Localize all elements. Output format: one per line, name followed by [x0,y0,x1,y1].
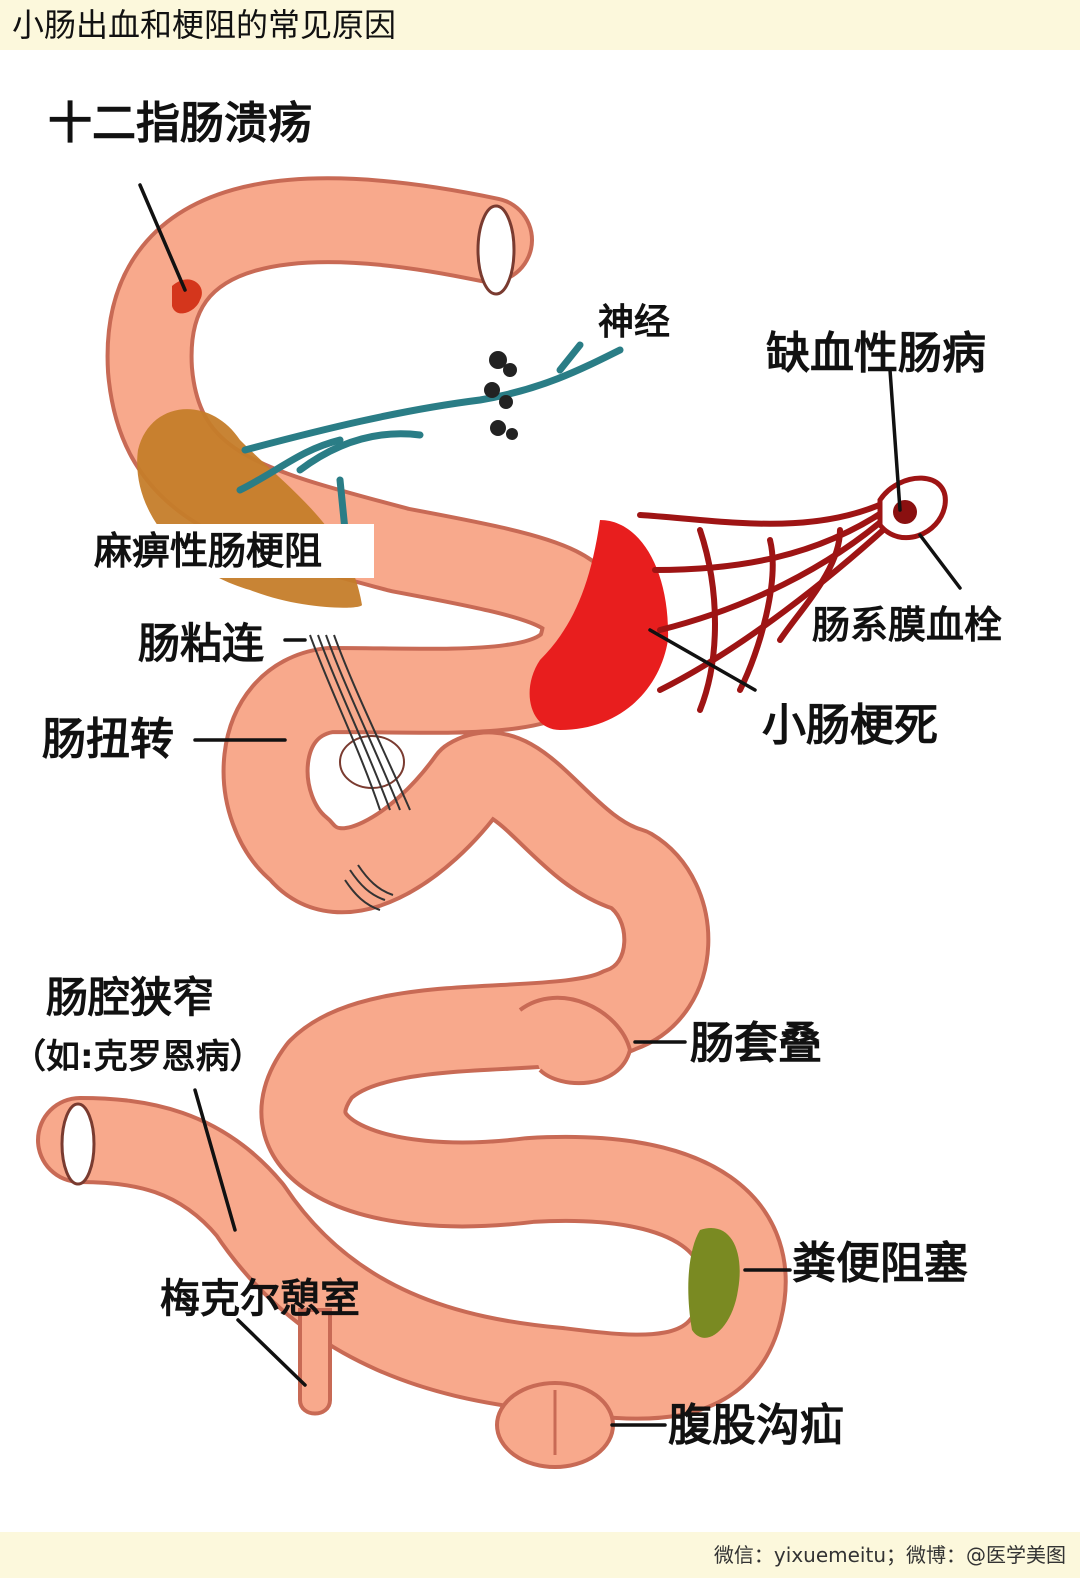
label-stricture-note: （如:克罗恩病） [12,1037,264,1077]
small-intestine-diagram: 十二指肠溃疡 神经 缺血性肠病 麻痹性肠梗阻 肠系膜血栓 肠粘连 小肠梗死 肠扭… [0,50,1080,1532]
label-volvulus: 肠扭转 [42,714,174,765]
ileum-open-end [62,1104,94,1184]
label-inguinal-hernia: 腹股沟疝 [668,1400,844,1451]
label-paralytic-ileus: 麻痹性肠梗阻 [94,529,322,573]
label-duodenal-ulcer: 十二指肠溃疡 [48,98,312,149]
label-intussusception: 肠套叠 [690,1018,822,1069]
duodenum-open-end [478,206,514,294]
footer-credit: 微信：yixuemeitu；微博：@医学美图 [714,1542,1066,1568]
meckel-pouch [300,1310,330,1414]
page-title: 小肠出血和梗阻的常见原因 [12,6,396,44]
label-meckel-diverticulum: 梅克尔憩室 [160,1276,360,1322]
label-nerve: 神经 [598,302,670,343]
ischemic-clot [893,500,917,524]
footer-bar: 微信：yixuemeitu；微博：@医学美图 [0,1532,1080,1578]
label-ischemic-bowel-disease: 缺血性肠病 [766,328,986,379]
label-small-bowel-necrosis: 小肠梗死 [762,700,938,751]
label-stricture: 肠腔狭窄 [46,973,214,1022]
title-bar: 小肠出血和梗阻的常见原因 [0,0,1080,50]
label-mesenteric-thrombosis: 肠系膜血栓 [812,603,1002,647]
label-fecal-impaction: 粪便阻塞 [792,1238,968,1289]
label-intestinal-adhesion: 肠粘连 [138,619,265,668]
